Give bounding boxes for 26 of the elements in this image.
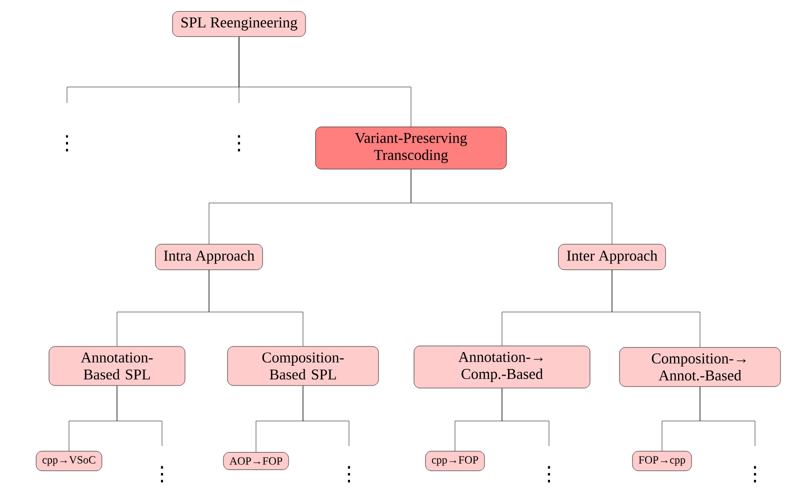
ellipsis-mark: ⋮ xyxy=(754,466,756,482)
leaf-box: cpp→VSoC xyxy=(36,450,102,471)
tree-connector xyxy=(238,36,412,127)
highlighted-box: Variant-Preserving Transcoding xyxy=(315,126,507,170)
category-box: Annotation- Based SPL xyxy=(48,346,186,386)
category-box: Composition- Based SPL xyxy=(227,346,379,386)
ellipsis-mark: ⋮ xyxy=(348,466,350,482)
leaf-box: FOP→cpp xyxy=(632,450,692,471)
tree-connector xyxy=(700,386,756,446)
category-box: Annotation-→ Comp.-Based xyxy=(414,346,590,388)
category-box: Composition-→ Annot.-Based xyxy=(619,347,781,387)
category-box: Inter Approach xyxy=(558,244,666,270)
leaf-box: cpp→FOP xyxy=(425,450,485,471)
category-box: SPL Reengineering xyxy=(172,11,306,37)
ellipsis-mark: ⋮ xyxy=(66,135,68,152)
ellipsis-mark: ⋮ xyxy=(160,466,164,482)
leaf-box: AOP→FOP xyxy=(223,452,289,470)
tree-connector xyxy=(302,386,350,446)
tree-connector xyxy=(208,270,304,346)
ellipsis-mark: ⋮ xyxy=(238,135,240,152)
tree-connector xyxy=(116,386,162,446)
ellipsis-mark: ⋮ xyxy=(548,466,550,482)
category-box: Intra Approach xyxy=(155,244,263,270)
tree-connector xyxy=(502,388,550,446)
tree-connector xyxy=(410,169,612,244)
tree-connector xyxy=(612,270,700,348)
